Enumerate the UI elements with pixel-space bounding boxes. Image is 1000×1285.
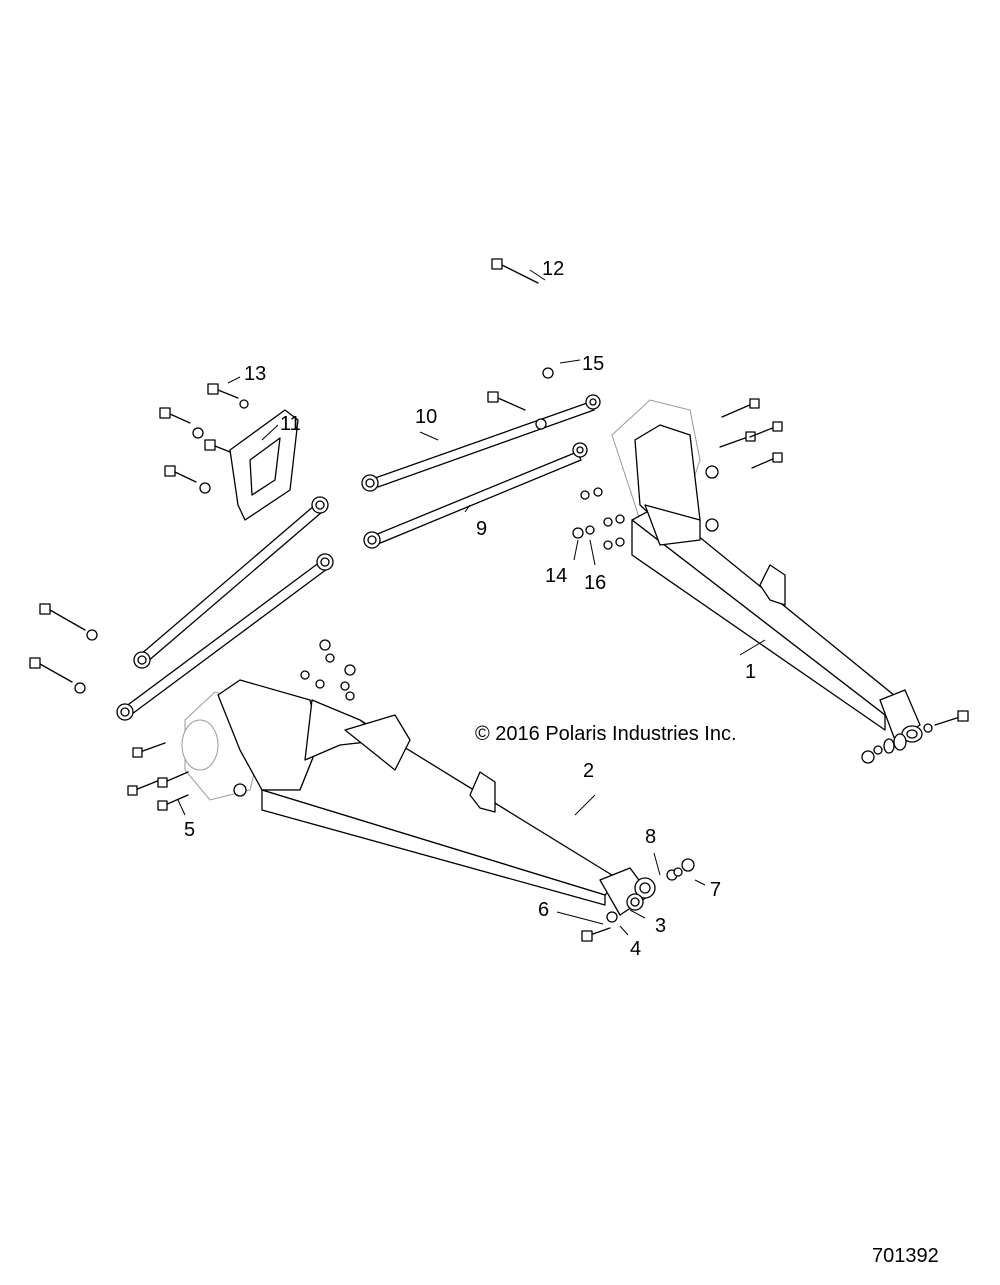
- callout-16: 16: [584, 572, 606, 594]
- callout-4: 4: [630, 938, 641, 960]
- left-arm-hardware: [127, 639, 695, 942]
- callouts: 1 2 3 4 5 6 7 8 9 10 11 12 13 14 15 16: [184, 258, 756, 960]
- link-rod-9: [363, 442, 588, 549]
- callout-8: 8: [645, 826, 656, 848]
- right-trailing-arm: [611, 399, 923, 743]
- left-trailing-arm: [181, 679, 656, 916]
- callout-1: 1: [745, 661, 756, 683]
- link-rod-10: [361, 394, 601, 492]
- callout-3: 3: [655, 915, 666, 937]
- copyright-text: © 2016 Polaris Industries Inc.: [475, 723, 737, 745]
- mounting-bracket-11: [229, 409, 299, 521]
- leader-lines: [177, 269, 766, 936]
- callout-13: 13: [244, 363, 266, 385]
- callout-9: 9: [476, 518, 487, 540]
- callout-14: 14: [545, 565, 567, 587]
- callout-7: 7: [710, 879, 721, 901]
- callout-5: 5: [184, 819, 195, 841]
- callout-15: 15: [582, 353, 604, 375]
- callout-10: 10: [415, 406, 437, 428]
- callout-11: 11: [280, 413, 301, 435]
- link-rod-left-lower: [116, 553, 334, 721]
- figure-number: 701392: [872, 1245, 939, 1267]
- callout-6: 6: [538, 899, 549, 921]
- right-arm-hardware: [572, 398, 969, 764]
- callout-2: 2: [583, 760, 594, 782]
- link-rod-left-upper: [133, 496, 329, 669]
- bolts: [29, 258, 554, 694]
- callout-12: 12: [542, 258, 564, 280]
